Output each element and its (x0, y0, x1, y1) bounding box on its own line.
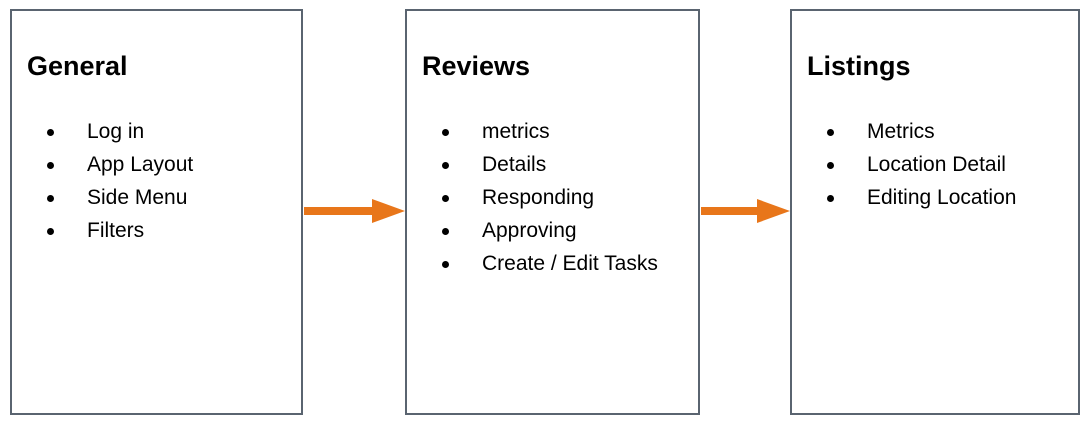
bullet-icon (47, 162, 54, 169)
list-item-label: Side Menu (87, 186, 188, 209)
node-box-reviews[interactable]: Reviews metrics Details Responding Appro… (405, 9, 700, 415)
bullet-icon (442, 228, 449, 235)
arrow-shaft (304, 207, 376, 215)
node-title-reviews: Reviews (422, 51, 531, 81)
bullet-icon (442, 261, 449, 268)
list-item-label: Metrics (867, 120, 935, 143)
bullet-icon (827, 129, 834, 136)
bullet-icon (442, 129, 449, 136)
bullet-icon (442, 195, 449, 202)
bullet-icon (827, 162, 834, 169)
bullet-icon (827, 195, 834, 202)
arrow-shaft (701, 207, 761, 215)
list-item-label: Location Detail (867, 153, 1006, 176)
bullet-icon (47, 195, 54, 202)
list-item-label: Responding (482, 186, 595, 209)
node-box-listings[interactable]: Listings Metrics Location Detail Editing… (790, 9, 1080, 415)
connector-arrow-general-to-reviews (304, 196, 405, 226)
bullet-icon (47, 228, 54, 235)
list-item-label: Create / Edit Tasks (482, 252, 658, 275)
list-item-label: Editing Location (867, 186, 1017, 209)
list-item-label: Approving (482, 219, 577, 242)
list-item-label: metrics (482, 120, 550, 143)
list-item-label: Log in (87, 120, 145, 143)
bullet-icon (47, 129, 54, 136)
arrow-head-icon (757, 199, 790, 223)
node-title-general: General (27, 51, 128, 81)
list-item-label: Details (482, 153, 547, 176)
node-box-general[interactable]: General Log in App Layout Side Menu Filt… (10, 9, 303, 415)
list-item-label: App Layout (87, 153, 194, 176)
node-title-listings: Listings (807, 51, 911, 81)
arrow-head-icon (372, 199, 405, 223)
connector-arrow-reviews-to-listings (701, 196, 790, 226)
list-item-label: Filters (87, 219, 145, 242)
bullet-icon (442, 162, 449, 169)
